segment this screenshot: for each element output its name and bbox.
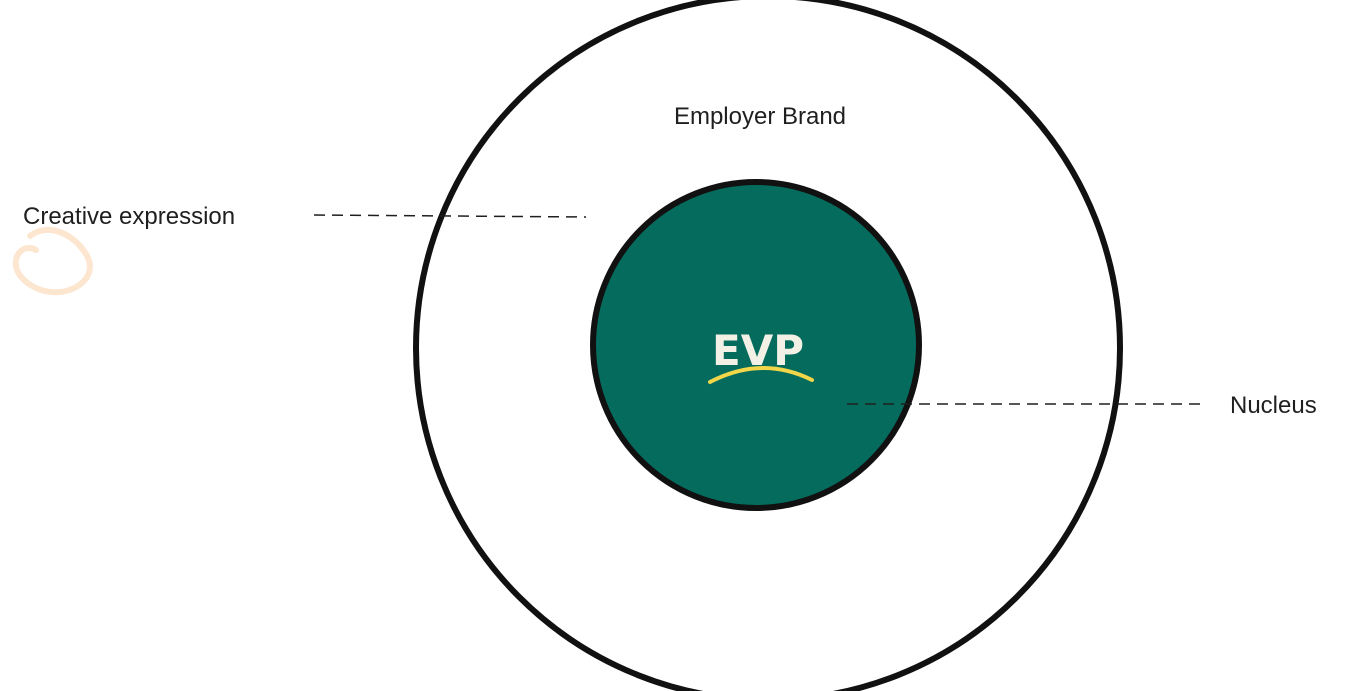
left-dashed-connector bbox=[313, 214, 587, 218]
right-callout-label: Nucleus bbox=[1230, 392, 1317, 419]
inner-circle bbox=[590, 179, 922, 511]
swirl-icon bbox=[12, 227, 93, 296]
outer-circle-label: Employer Brand bbox=[674, 103, 846, 130]
smile-underline-icon bbox=[708, 366, 814, 384]
left-callout-label: Creative expression bbox=[23, 203, 235, 230]
